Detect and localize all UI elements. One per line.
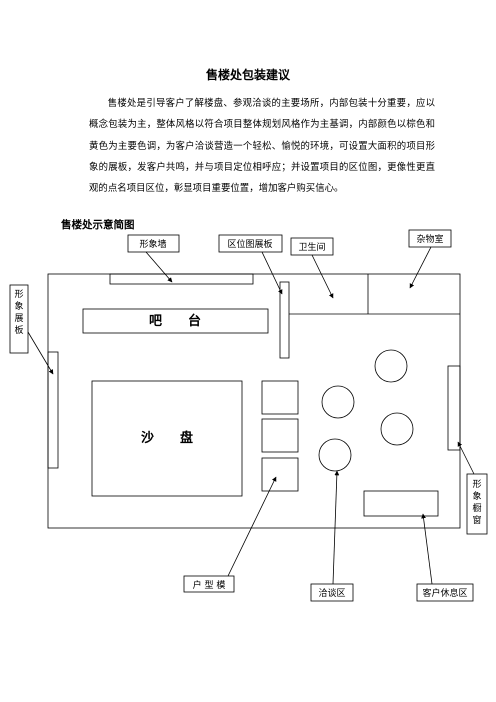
arrow-rest-area — [421, 513, 433, 585]
negotiation-table — [374, 349, 408, 383]
intro-paragraph: 售楼处是引导客户了解楼盘、参观洽谈的主要场所，内部包装十分重要，应以概念包装为主… — [89, 98, 435, 195]
label-box-left-board — [9, 284, 29, 354]
label-image-board-left: 形象展板 — [14, 288, 23, 336]
arrow-right-window — [457, 441, 475, 475]
unit-model-box — [261, 418, 299, 453]
arrow-unit-models — [227, 476, 277, 577]
negotiation-table — [321, 385, 355, 419]
label-box-right-window — [466, 473, 488, 535]
diagram-heading: 售楼处示意简图 — [61, 219, 135, 231]
arrow-left-board — [27, 331, 54, 375]
label-negotiation-area: 洽谈区 — [318, 587, 345, 599]
unit-model-box — [261, 380, 299, 415]
arrow-negotiation — [332, 470, 340, 585]
label-bar: 吧 台 — [149, 313, 201, 329]
left-image-board — [47, 351, 59, 469]
label-restroom: 卫生间 — [298, 241, 325, 253]
document-title: 售楼处包装建议 — [205, 68, 290, 82]
label-box-unit-models — [183, 575, 235, 593]
bar-counter — [82, 308, 269, 334]
label-box-rest-area — [416, 583, 474, 602]
label-image-wall: 形象墙 — [139, 238, 166, 250]
label-location-board: 区位图展板 — [227, 238, 272, 250]
arrow-restroom — [311, 254, 334, 299]
image-wall-strip — [109, 273, 254, 285]
label-box-negotiation — [310, 583, 354, 602]
arrow-storage — [409, 246, 432, 289]
negotiation-table — [380, 412, 414, 446]
rest-area-sofa — [363, 490, 439, 517]
unit-model-box — [261, 457, 299, 492]
label-storage: 杂物室 — [416, 233, 443, 245]
label-customer-rest-area: 客户休息区 — [422, 587, 467, 599]
sand-table — [91, 380, 243, 497]
label-image-window-right: 形象橱窗 — [472, 478, 481, 526]
location-board-strip — [279, 281, 290, 359]
arrow-image-wall — [145, 251, 173, 283]
arrow-location-board — [261, 251, 283, 295]
hall-outline — [47, 273, 461, 529]
label-box-image-wall — [127, 234, 180, 253]
label-sand-table: 沙 盘 — [141, 430, 193, 446]
label-box-storage — [408, 229, 452, 248]
right-image-window — [447, 365, 461, 451]
label-box-location-board — [218, 234, 283, 253]
label-unit-models: 户 型 模 — [193, 579, 226, 591]
negotiation-table — [318, 438, 352, 472]
